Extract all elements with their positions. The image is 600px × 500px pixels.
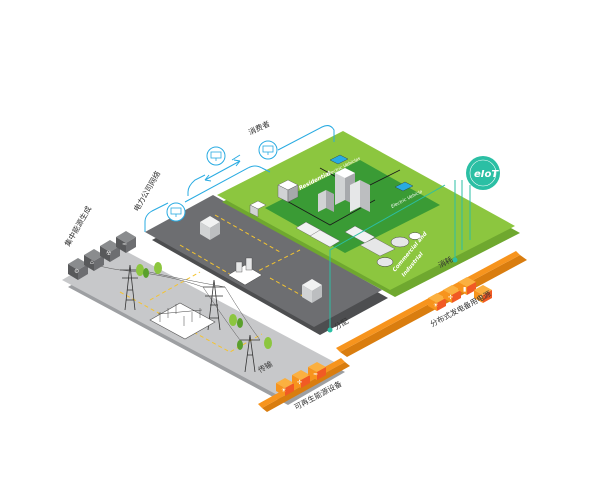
industrial-tank-icon	[376, 232, 422, 267]
eiot-lines	[329, 180, 471, 330]
factory-icon: ⌂	[90, 259, 94, 266]
transformer-icon	[227, 257, 263, 286]
consumer-label: 消费者	[247, 118, 272, 137]
generator-small-icon: ⚡	[479, 294, 483, 301]
monitor-icon	[166, 140, 278, 222]
wind-turbine-icon: ✢	[297, 379, 302, 386]
electric-vehicle-icon	[329, 154, 414, 192]
eiot-node	[452, 257, 458, 263]
nuclear-icon: ☢	[106, 250, 111, 257]
eiot-node	[327, 327, 333, 333]
wind-icon: ✢	[448, 294, 453, 301]
utility-network-label: 电力公司网络	[131, 169, 162, 213]
small-house-icon	[249, 200, 267, 218]
eiot-label: eIoT	[474, 169, 499, 180]
battery-icon: ▮	[463, 286, 466, 293]
backup-device-boxes: ☀ ✢ ▮ ⚡	[428, 277, 492, 311]
generation-boxes: ⚙ ⌂ ☢ ≈	[68, 231, 136, 280]
eiot-badge: eIoT	[466, 156, 500, 190]
tree-icon	[136, 262, 272, 350]
renewable-device-boxes: ☀ ✢ ≈	[276, 362, 326, 396]
generator-icon: ⚙	[74, 268, 79, 275]
office-towers-icon	[318, 168, 370, 212]
substation-icon	[149, 302, 216, 340]
house-icon	[277, 179, 299, 203]
distribution-platform	[145, 195, 388, 335]
distribution-box-icon	[200, 216, 322, 303]
hydro-icon: ≈	[122, 241, 127, 248]
centralized-generation-label: 集中能源生成	[62, 204, 93, 248]
network-arrow-icon	[204, 159, 241, 182]
water-icon: ≈	[313, 371, 318, 378]
solar-icon: ☀	[433, 302, 439, 309]
network-lines	[144, 125, 335, 232]
solar-panel-icon: ☀	[281, 387, 287, 394]
transmission-platform	[62, 247, 345, 405]
factory-blocks-icon	[295, 221, 396, 257]
transmission-tower-icon	[120, 264, 260, 373]
consumption-platform: Residential Electric Vehicles Electric V…	[217, 131, 520, 297]
